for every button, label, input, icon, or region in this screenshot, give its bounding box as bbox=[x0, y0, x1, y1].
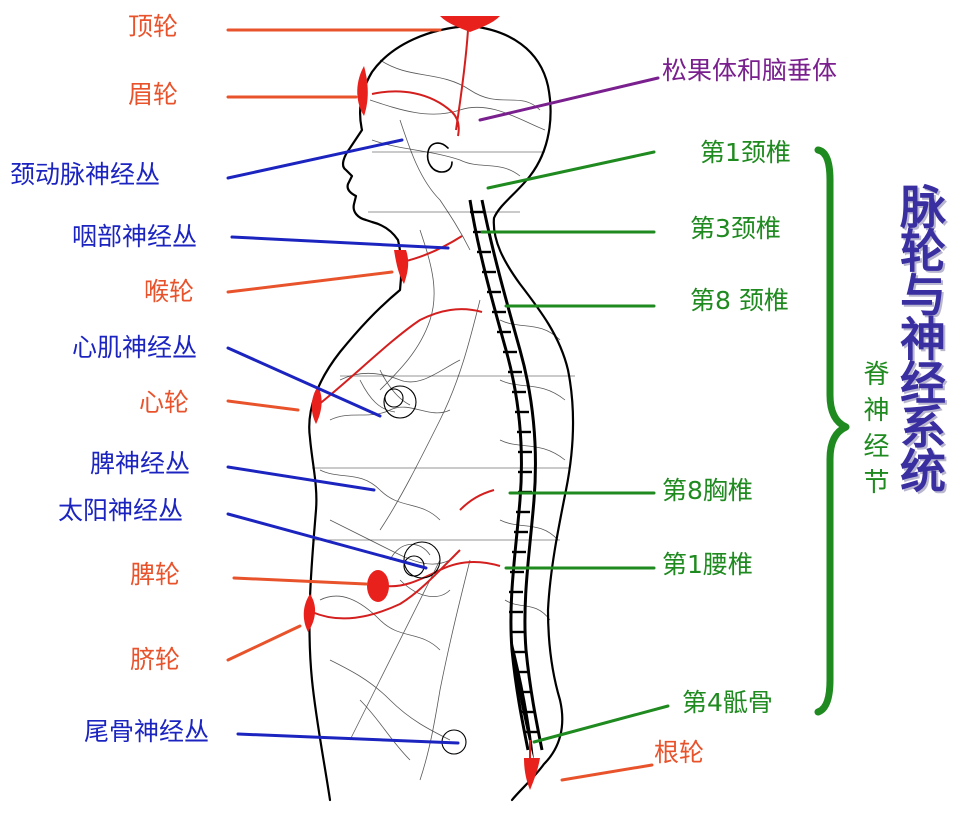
chakra-label-navel: 脐轮 bbox=[130, 645, 180, 675]
spleen-chakra-marker bbox=[367, 570, 389, 602]
spinal-ganglia-brace bbox=[818, 150, 846, 712]
spinal-ganglia-label: 脊神经节 bbox=[859, 360, 889, 504]
plexus-label-carotid: 颈动脉神经丛 bbox=[10, 160, 160, 190]
plexus-label-splenic: 脾神经丛 bbox=[90, 449, 190, 479]
spinal-column bbox=[470, 200, 542, 760]
brow-chakra-marker bbox=[357, 66, 368, 116]
chakra-label-throat: 喉轮 bbox=[144, 277, 194, 307]
vertebra-label-c8: 第8 颈椎 bbox=[690, 286, 789, 316]
navel-chakra-marker bbox=[304, 594, 315, 632]
chakra-label-root: 根轮 bbox=[654, 738, 704, 768]
plexus-label-solar: 太阳神经丛 bbox=[58, 496, 183, 526]
vertebra-label-s4: 第4骶骨 bbox=[682, 688, 773, 718]
gland-leader-line bbox=[480, 78, 658, 120]
vertebra-label-c1: 第1颈椎 bbox=[700, 138, 791, 168]
plexus-knots bbox=[384, 386, 466, 754]
vertebra-label-t8: 第8胸椎 bbox=[662, 476, 753, 506]
vertebra-leader-lines bbox=[482, 152, 668, 742]
diagram-title: 脉轮与神经系统 bbox=[894, 183, 946, 491]
chakra-label-spleen: 脾轮 bbox=[130, 560, 180, 590]
plexus-leader-lines bbox=[228, 140, 458, 743]
vertebra-label-l1: 第1腰椎 bbox=[662, 550, 753, 580]
plexus-label-cardiac: 心肌神经丛 bbox=[72, 333, 197, 363]
plexus-label-coccygeal: 尾骨神经丛 bbox=[84, 717, 209, 747]
heart-chakra-marker bbox=[312, 386, 322, 424]
chakra-label-crown: 顶轮 bbox=[128, 12, 178, 42]
gland-label-pineal-pituitary: 松果体和脑垂体 bbox=[662, 56, 837, 86]
chakra-markers bbox=[304, 16, 540, 790]
plexus-label-pharyngeal: 咽部神经丛 bbox=[72, 222, 197, 252]
chakra-label-heart: 心轮 bbox=[139, 388, 189, 418]
chakra-label-brow: 眉轮 bbox=[128, 80, 178, 110]
vertebra-label-c3: 第3颈椎 bbox=[690, 214, 781, 244]
